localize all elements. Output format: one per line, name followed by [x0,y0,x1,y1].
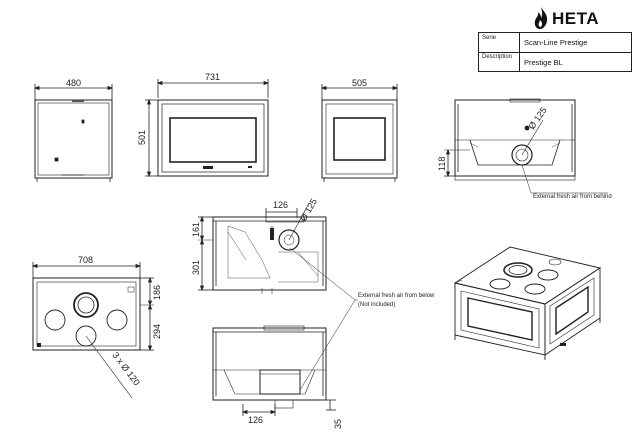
bottom-hole [75,325,97,347]
dim-bottom-126: 126 [248,415,263,425]
view-side-505: 505 [320,78,399,182]
title-block: Serie Scan-Line Prestige Description Pre… [478,32,632,72]
dim-186: 186 [152,285,162,300]
description-row: Description Prestige BL [479,52,631,72]
note-fresh-air-below: External fresh air from below [358,293,435,299]
dim-301: 301 [191,260,201,275]
note-fresh-air-behind: External fresh air from behind [533,194,612,200]
divider [519,33,520,52]
dim-side-pipe: Ø 125 [298,197,319,223]
view-front-480: 480 [33,78,114,182]
description-label: Description [482,54,513,60]
dim-294: 294 [152,324,162,339]
brand-name: HETA [552,9,600,28]
view-front-section: 126 35 [212,325,343,429]
dim-501: 501 [137,130,147,145]
serie-value: Scan-Line Prestige [524,38,588,47]
dim-480: 480 [66,78,81,88]
view-side-section: 126 Ø 125 161 301 [191,197,327,294]
view-front-731: 731 501 [137,72,270,178]
dim-bottom-holes: 3 x Ø 120 [110,350,141,387]
dim-rear-pipe: Ø 125 [526,105,548,131]
serie-label: Serie [482,35,497,41]
note-not-included: (Not included) [358,302,395,308]
divider [519,52,520,72]
bottom-hole [106,309,128,331]
dim-35: 35 [333,419,343,429]
dim-708: 708 [78,255,93,265]
leader-fresh-air-below: External fresh air from below (Not inclu… [289,247,435,391]
view-isometric [453,246,602,360]
dim-top-126: 126 [273,200,288,210]
dim-505: 505 [352,78,367,88]
heta-logo: HETA [533,6,623,32]
view-rear-section: Ø 125 118 External fresh air from behind [437,98,612,200]
bottom-hole [44,309,66,331]
dim-161: 161 [191,222,201,237]
dim-118: 118 [437,157,447,171]
dim-731: 731 [205,72,220,82]
bottom-fresh-air-pipe [73,292,99,318]
flame-icon [534,7,548,29]
description-value: Prestige BL [524,58,563,67]
side-fresh-air-pipe [278,229,300,251]
view-bottom: 708 186 294 3 x Ø 120 [31,255,162,399]
serie-row: Serie Scan-Line Prestige [479,33,631,53]
